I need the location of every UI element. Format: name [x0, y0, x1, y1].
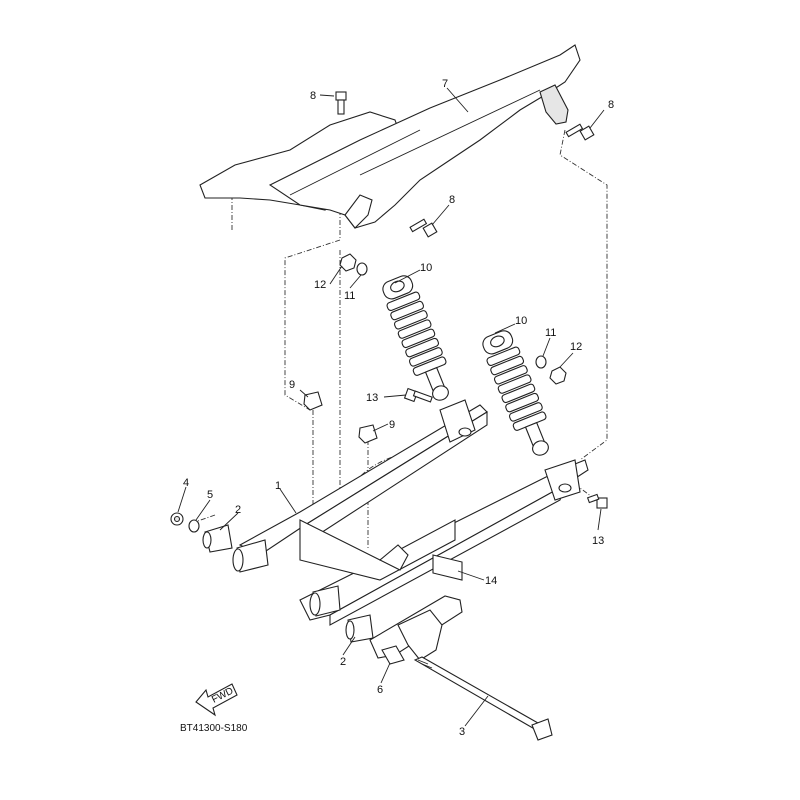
diagram-code: BT41300-S180 [180, 723, 248, 734]
callout-14: 14 [485, 575, 497, 587]
chain-guide [369, 595, 463, 665]
callout-leaders [177, 87, 605, 727]
callout-12-right: 12 [570, 341, 582, 353]
chain-case [199, 44, 581, 229]
callout-9-right: 9 [389, 419, 395, 431]
pivot-shaft [413, 656, 553, 741]
shock-absorber-left [382, 275, 449, 401]
callout-5: 5 [207, 489, 213, 501]
callout-8-top-right: 8 [608, 99, 614, 111]
callout-12-left: 12 [314, 279, 326, 291]
callout-2-bushing-lower: 2 [340, 656, 346, 668]
callout-6: 6 [377, 684, 383, 696]
callout-3: 3 [459, 726, 465, 738]
callout-10-left: 10 [420, 262, 432, 274]
callout-10-right: 10 [515, 315, 527, 327]
shock-absorber-right [482, 330, 549, 456]
callout-13-lower: 13 [592, 535, 604, 547]
callout-13-upper: 13 [366, 392, 378, 404]
callout-1: 1 [275, 480, 281, 492]
fasteners [303, 91, 608, 509]
callout-8-middle: 8 [449, 194, 455, 206]
callout-11-left: 11 [344, 290, 355, 302]
callout-7: 7 [442, 78, 448, 90]
callout-4: 4 [183, 477, 189, 489]
callout-8-top-left: 8 [310, 90, 316, 102]
bushings [170, 512, 374, 643]
callout-11-right: 11 [545, 327, 556, 339]
callout-9-left: 9 [289, 379, 295, 391]
callout-labels: 1 2 2 3 4 5 6 7 8 8 8 9 9 10 10 11 11 12… [183, 78, 614, 738]
fwd-arrow-icon: FWD [195, 683, 238, 717]
callout-2-bushing: 2 [235, 504, 241, 516]
